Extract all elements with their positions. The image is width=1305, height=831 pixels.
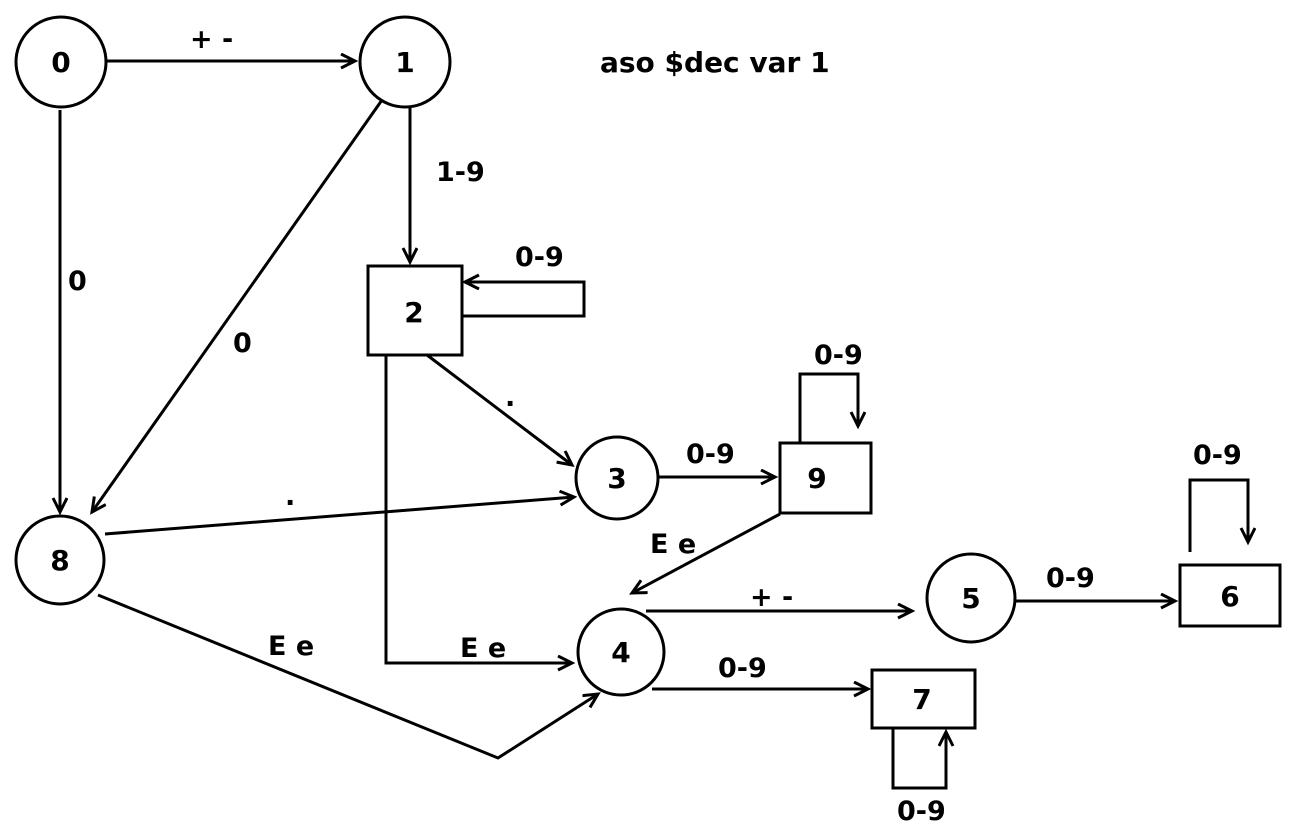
edge-label-5-to-6: 0-9 <box>1046 563 1095 594</box>
state-label-6: 6 <box>1220 580 1239 613</box>
edge-label-2-to-3: . <box>505 382 515 413</box>
edge-9-to-4: E e <box>632 512 781 593</box>
state-node-1: 1 <box>358 15 452 109</box>
edge-label-3-to-9: 0-9 <box>686 439 735 470</box>
edge-1-to-8: 0 <box>92 99 384 512</box>
edge-9-self-loop: 0-9 <box>798 340 863 443</box>
edge-label-2-self: 0-9 <box>515 242 564 273</box>
edge-label-4-to-5: + - <box>750 582 793 613</box>
edge-3-to-9: 0-9 <box>658 439 775 477</box>
edge-label-8-to-4: E e <box>268 631 314 662</box>
state-label-4: 4 <box>611 636 630 669</box>
edge-label-9-to-4: E e <box>650 529 696 560</box>
edge-1-to-2: 1-9 <box>410 108 485 262</box>
edge-2-to-4: E e <box>384 355 572 664</box>
edge-label-1-to-2: 1-9 <box>436 157 485 188</box>
state-node-5: 5 <box>925 552 1017 644</box>
state-label-2: 2 <box>404 296 423 329</box>
edge-6-self-loop: 0-9 <box>1188 440 1248 552</box>
edge-5-to-6: 0-9 <box>1016 563 1175 601</box>
edge-8-to-4: E e <box>97 593 598 760</box>
state-label-8: 8 <box>50 544 69 577</box>
state-node-4: 4 <box>576 607 666 697</box>
edge-0-to-8: 0 <box>60 110 87 512</box>
edge-label-0-to-1: + - <box>190 24 233 55</box>
state-label-9: 9 <box>807 462 826 495</box>
state-label-0: 0 <box>51 46 70 79</box>
state-label-5: 5 <box>961 582 980 615</box>
state-node-9: 9 <box>778 441 873 515</box>
edge-label-6-self: 0-9 <box>1193 440 1242 471</box>
edge-2-to-3: . <box>426 353 572 465</box>
edge-label-0-to-8: 0 <box>68 266 87 297</box>
edge-label-7-self: 0-9 <box>897 796 946 827</box>
edge-4-to-7: 0-9 <box>652 653 868 689</box>
state-node-8: 8 <box>14 514 106 606</box>
edge-2-self-loop: 0-9 <box>462 242 586 318</box>
edge-label-2-to-4: E e <box>460 633 506 664</box>
state-label-7: 7 <box>912 683 931 716</box>
edge-label-8-to-3: . <box>285 481 295 512</box>
state-label-1: 1 <box>395 46 414 79</box>
edge-8-to-3: . <box>104 481 574 536</box>
edge-7-self-loop: 0-9 <box>891 728 946 827</box>
state-node-7: 7 <box>870 668 977 730</box>
state-node-3: 3 <box>574 435 660 521</box>
edge-label-4-to-7: 0-9 <box>718 653 767 684</box>
diagram-title: aso $dec var 1 <box>600 46 830 79</box>
edge-label-9-self: 0-9 <box>814 340 863 371</box>
state-node-0: 0 <box>14 15 108 109</box>
edge-0-to-1: + - <box>106 24 355 61</box>
state-node-6: 6 <box>1178 563 1282 628</box>
edge-label-1-to-8: 0 <box>233 328 252 359</box>
edge-4-to-5: + - <box>646 582 912 613</box>
state-label-3: 3 <box>607 462 626 495</box>
state-node-2: 2 <box>366 264 464 357</box>
